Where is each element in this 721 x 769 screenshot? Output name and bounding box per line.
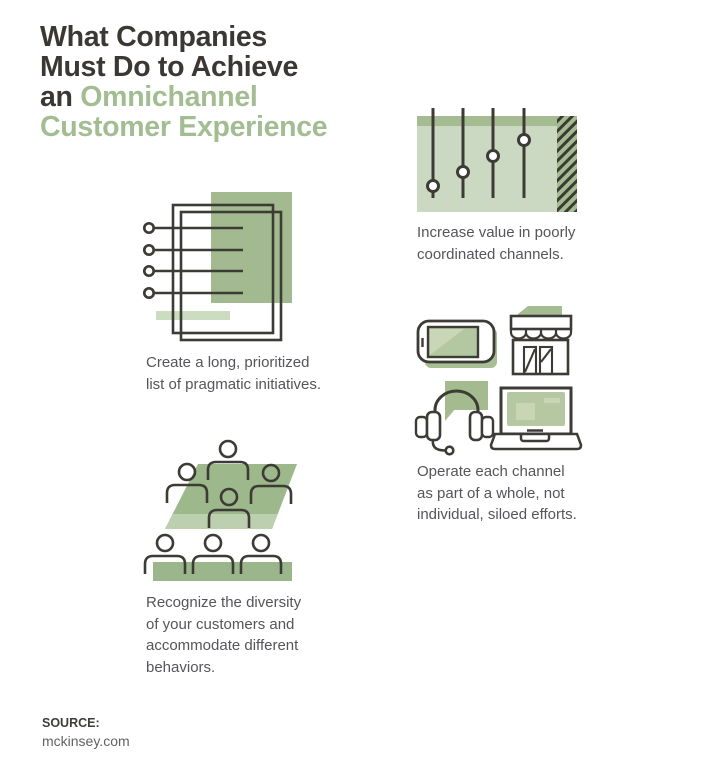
title-line-3: an Omnichannel — [40, 82, 327, 112]
title-line-1: What Companies — [40, 21, 267, 53]
source-label: SOURCE: — [42, 716, 100, 730]
diverse-customers-icon — [143, 439, 297, 581]
mic-tip — [444, 445, 455, 456]
sliders-caption: Increase value in poorly coordinated cha… — [417, 224, 576, 263]
store-icon — [509, 306, 573, 376]
people-green-bar — [153, 562, 292, 581]
equalizer-sliders-icon — [417, 108, 577, 212]
title-line-3-accent: Omnichannel — [80, 81, 258, 113]
hatch-band — [557, 116, 577, 212]
page-title: What Companies Must Do to Achieve an Omn… — [40, 21, 328, 143]
ear-cups — [414, 410, 495, 442]
phone-icon — [416, 319, 497, 368]
slider-knobs — [426, 133, 531, 193]
title-line-2: Must Do to Achieve — [40, 51, 298, 83]
title-line-3-dark: an — [40, 81, 81, 113]
list-caption: Create a long, prioritized list of pragm… — [146, 354, 322, 393]
people-parallelogram-light — [165, 514, 278, 529]
source-block: SOURCE: mckinsey.com — [42, 715, 130, 750]
source-value: mckinsey.com — [42, 733, 130, 749]
people-parallelogram — [165, 464, 297, 529]
devices-caption: Operate each channel as part of a whole,… — [417, 463, 577, 523]
list-items — [142, 221, 243, 300]
people-caption: Recognize the diversity of your customer… — [146, 594, 302, 676]
laptop-icon — [489, 386, 583, 451]
title-line-4: Customer Experience — [40, 111, 328, 143]
headset-icon — [414, 381, 495, 456]
prioritized-list-icon — [142, 192, 292, 342]
mic-boom — [431, 439, 446, 452]
list-light-bar — [156, 311, 230, 320]
speech-bubble — [445, 381, 488, 421]
channel-devices-icon — [414, 306, 583, 456]
list-green-block — [211, 192, 292, 303]
store-doors — [522, 345, 554, 376]
slider-panel-light — [417, 126, 557, 212]
list-pages — [171, 203, 283, 342]
